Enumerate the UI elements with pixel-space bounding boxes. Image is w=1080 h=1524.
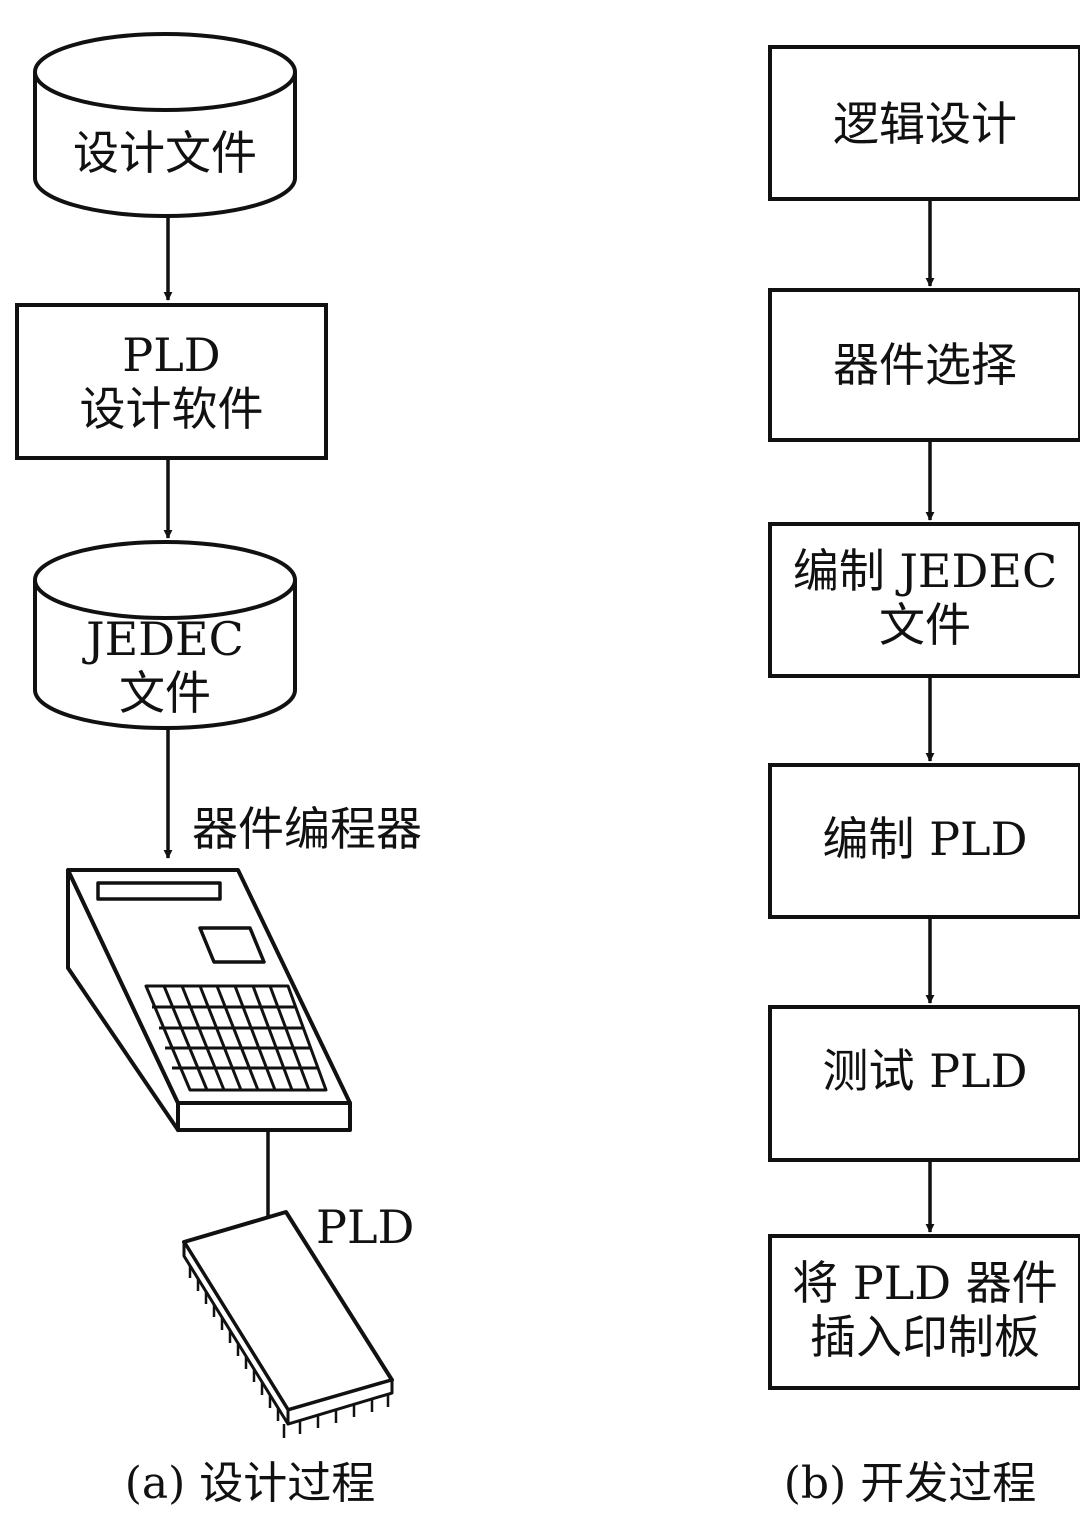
step-label-3-line1: 编制 JEDEC <box>792 544 1058 598</box>
device-programmer-label: 器件编程器 <box>192 802 422 856</box>
pld-chip-label: PLD <box>316 1200 415 1254</box>
step-label-5: 测试 PLD <box>822 1044 1028 1098</box>
pld-software-label: PLD 设计软件 <box>17 328 326 437</box>
jedec-file-line1: JEDEC <box>86 612 244 666</box>
step-label-6-line1: 将 PLD 器件 <box>792 1256 1058 1310</box>
design-file-cylinder <box>33 32 297 218</box>
caption-b: (b) 开发过程 <box>783 1458 1037 1509</box>
jedec-file-line2: 文件 <box>119 666 211 721</box>
step-box-4 <box>768 763 1080 919</box>
caption-a: (a) 设计过程 <box>124 1458 376 1509</box>
step-label-4: 编制 PLD <box>822 812 1028 866</box>
design-file-label: 设计文件 <box>73 126 257 180</box>
chip-pins <box>188 1266 390 1438</box>
pld-chip-illustration <box>182 1210 394 1438</box>
jedec-file-cylinder <box>33 540 297 730</box>
pld-software-line1: PLD <box>122 328 221 382</box>
step-label-3-line2: 文件 <box>879 598 971 653</box>
step-label-6: 将 PLD 器件 插入印制板 <box>770 1256 1080 1365</box>
keypad-grid <box>144 984 328 1092</box>
pld-software-line2: 设计软件 <box>79 382 264 437</box>
flow-boxes <box>768 45 1080 1390</box>
step-box-6 <box>768 1234 1080 1390</box>
step-box-3 <box>768 522 1080 678</box>
pld-software-box <box>15 303 328 460</box>
step-label-3: 编制 JEDEC 文件 <box>770 544 1080 653</box>
step-label-2: 器件选择 <box>833 338 1017 392</box>
step-box-5 <box>768 1005 1080 1162</box>
step-label-1: 逻辑设计 <box>833 97 1017 151</box>
device-programmer-illustration <box>66 868 352 1132</box>
step-label-6-line2: 插入印制板 <box>810 1310 1040 1365</box>
step-box-1 <box>768 45 1080 201</box>
step-box-2 <box>768 288 1080 442</box>
jedec-file-label: JEDEC 文件 <box>35 612 295 721</box>
